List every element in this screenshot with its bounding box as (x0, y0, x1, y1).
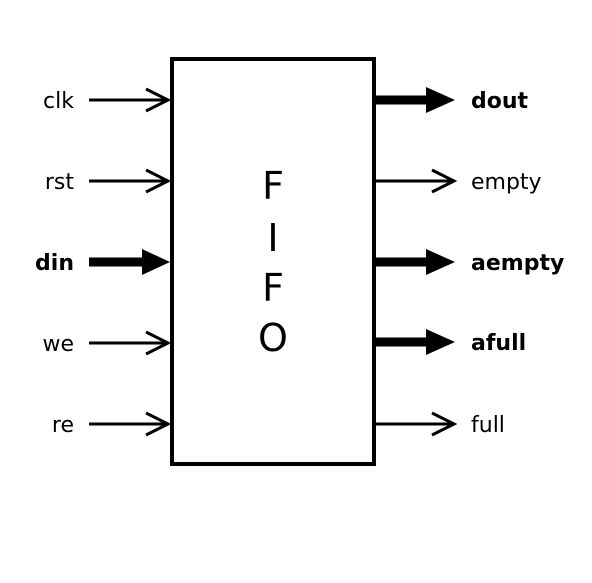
port-label-full: full (471, 413, 505, 438)
output-port-aempty: aempty (376, 249, 564, 276)
block-letter-2: I (267, 216, 278, 260)
input-port-re: re (52, 411, 172, 438)
block-letter-3: F (262, 266, 284, 310)
input-arrow-head (145, 411, 172, 437)
input-port-rst: rst (45, 168, 172, 195)
input-arrow-head (145, 330, 172, 356)
input-arrow-head (145, 87, 172, 113)
port-label-clk: clk (43, 89, 74, 114)
output-arrow-head (431, 411, 458, 437)
port-label-rst: rst (45, 170, 75, 195)
block-letter-1: F (262, 164, 284, 208)
port-label-afull: afull (471, 331, 526, 356)
output-port-empty: empty (376, 168, 542, 195)
input-port-clk: clk (43, 87, 172, 114)
port-label-empty: empty (471, 170, 542, 195)
fifo-block-title: F I F O (258, 164, 288, 360)
input-port-din: din (35, 249, 170, 276)
output-port-dout: dout (376, 87, 529, 114)
bus-arrow-head (426, 87, 455, 113)
bus-arrow-head (426, 249, 455, 275)
port-label-aempty: aempty (471, 251, 564, 276)
port-label-dout: dout (471, 89, 529, 114)
fifo-block (170, 57, 376, 466)
output-arrow-head (431, 168, 458, 194)
port-label-din: din (35, 251, 74, 276)
input-port-we: we (42, 330, 172, 357)
port-label-re: re (52, 413, 74, 438)
output-port-afull: afull (376, 329, 526, 356)
block-letter-4: O (258, 316, 288, 360)
bus-arrow-head (426, 329, 455, 355)
input-arrow-head (145, 168, 172, 194)
bus-arrow-head (142, 249, 170, 275)
output-port-full: full (376, 411, 505, 438)
port-label-we: we (42, 332, 74, 357)
